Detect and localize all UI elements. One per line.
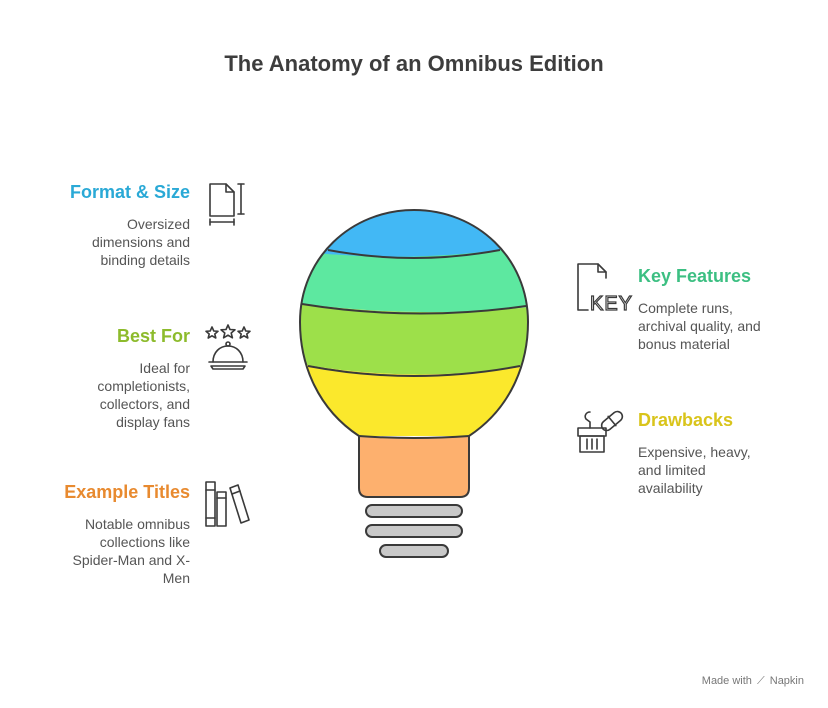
books-icon — [205, 481, 250, 527]
format-size-description: Oversized dimensions and binding details — [91, 216, 190, 268]
key-features-description: Complete runs, archival quality, and bon… — [638, 300, 761, 352]
made-with-label: Made with — [701, 675, 752, 687]
key-document-icon-label: KEY — [590, 293, 633, 315]
key-features-block: Key Features Complete runs, archival qua… — [638, 266, 818, 353]
bulb-band-2 — [300, 244, 528, 313]
bulb-band-4 — [300, 362, 528, 436]
bulb-base-ring-3 — [379, 544, 449, 558]
best-for-description: Ideal for completionists, collectors, an… — [97, 360, 190, 430]
example-titles-heading: Example Titles — [64, 482, 190, 502]
format-size-heading: Format & Size — [69, 182, 190, 202]
drawbacks-description: Expensive, heavy, and limited availabili… — [638, 444, 751, 496]
made-with-napkin[interactable]: Made with ⟋ Napkin — [702, 675, 804, 688]
best-for-heading: Best For — [116, 326, 190, 346]
bulb-base-ring-1 — [365, 504, 463, 518]
drawbacks-block: Drawbacks Expensive, heavy, and limited … — [638, 410, 818, 497]
key-document-icon: KEY — [577, 263, 633, 316]
best-for-block: Best For Ideal for completionists, colle… — [0, 326, 190, 431]
page-title: The Anatomy of an Omnibus Edition — [224, 51, 604, 76]
napkin-logo-icon: ⟋ — [756, 675, 765, 687]
drawbacks-heading: Drawbacks — [638, 410, 734, 430]
bulb-band-3 — [300, 302, 528, 375]
format-size-block: Format & Size Oversized dimensions and b… — [0, 182, 190, 269]
key-features-heading: Key Features — [638, 266, 752, 286]
bulb-neck — [358, 434, 470, 498]
cloche-stars-icon — [205, 324, 251, 370]
document-ruler-icon — [209, 183, 245, 226]
example-titles-block: Example Titles Notable omnibus collectio… — [0, 482, 190, 587]
bulb-base-ring-2 — [365, 524, 463, 538]
example-titles-description: Notable omnibus collections like Spider-… — [72, 516, 190, 586]
basket-pill-icon — [577, 410, 624, 453]
napkin-brand: Napkin — [769, 675, 804, 687]
